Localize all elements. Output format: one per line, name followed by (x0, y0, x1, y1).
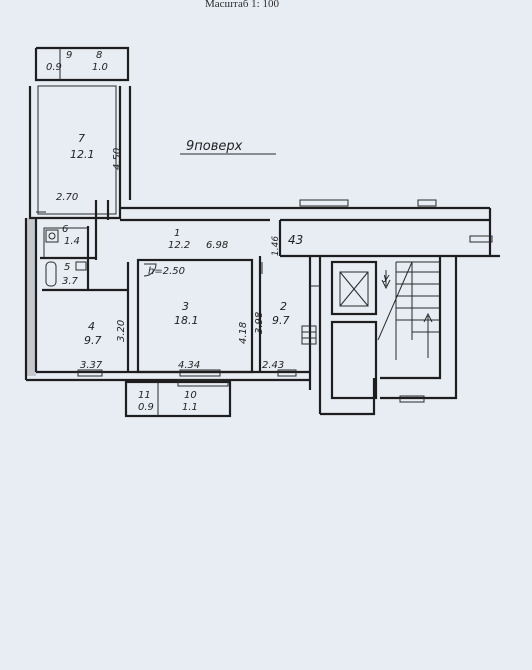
room-3-number: 3 (182, 300, 189, 313)
room-11-number: 11 (138, 390, 151, 401)
room-1-area: 12.2 (168, 240, 190, 251)
stair-mark: У (383, 274, 390, 285)
stairs (377, 261, 440, 360)
room-9-area: 0.9 (46, 62, 62, 73)
room-10-number: 10 (184, 390, 197, 401)
walls (24, 46, 500, 418)
ceiling-height: h=2.50 (148, 266, 185, 277)
room-labels: 9 0.9 8 1.0 7 12.1 6 1.4 5 3.7 1 12.2 3 … (46, 50, 290, 413)
dim-4-50: 4.50 (112, 148, 123, 170)
room-3-area: 18.1 (174, 314, 199, 327)
room-7-number: 7 (78, 132, 85, 145)
dim-43: 43 (288, 233, 303, 247)
dimension-labels: 4.50 2.70 6.98 1.46 43 h=2.50 3.20 4.18 … (56, 148, 390, 371)
scale-title: Масштаб 1: 100 (205, 0, 279, 10)
room-6-area: 1.4 (64, 236, 80, 247)
room-1-number: 1 (174, 228, 180, 239)
room-10-area: 1.1 (182, 402, 198, 413)
room-8-number: 8 (96, 50, 102, 61)
room-5-number: 5 (64, 262, 70, 273)
room-4-number: 4 (88, 320, 95, 333)
room-2-number: 2 (280, 300, 287, 313)
dim-4-34: 4.34 (178, 360, 200, 371)
dim-4-18: 4.18 (238, 322, 249, 344)
room-6-number: 6 (62, 224, 68, 235)
room-11-area: 0.9 (138, 402, 154, 413)
dim-3-37: 3.37 (80, 360, 103, 371)
floor-label: 9поверх (186, 139, 243, 154)
room-2-area: 9.7 (272, 314, 290, 327)
dim-2-70: 2.70 (56, 192, 78, 203)
dim-6-98: 6.98 (206, 240, 228, 251)
dim-2-43: 2.43 (262, 360, 284, 371)
dim-1-46: 1.46 (271, 236, 281, 256)
dim-3-98: 3.98 (254, 312, 265, 334)
room-9-number: 9 (66, 50, 72, 61)
room-5-area: 3.7 (62, 276, 79, 287)
room-4-area: 9.7 (84, 334, 102, 347)
room-7-area: 12.1 (70, 148, 95, 161)
room-8-area: 1.0 (92, 62, 108, 73)
dim-3-20: 3.20 (116, 320, 127, 342)
